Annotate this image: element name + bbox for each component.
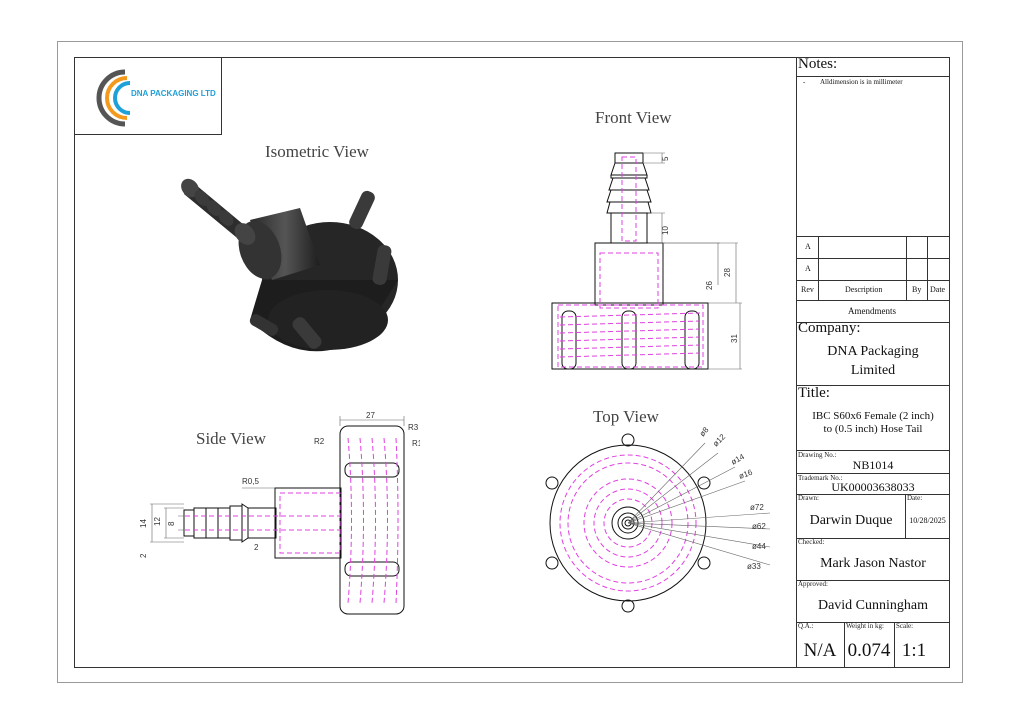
isometric-view-drawing: [181, 178, 398, 352]
side-view-drawing: 27 R3 R2 R1 R0,5 14 12 8 2 2: [139, 411, 420, 615]
notes-header: Notes:: [798, 56, 838, 72]
top-view-drawing: ø8 ø12 ø14 ø16 ø72 ø62 ø44 ø33: [545, 425, 771, 613]
weight-value: 0.074: [847, 640, 891, 661]
checked-value: Mark Jason Nastor: [820, 556, 926, 571]
side-dim-14: 14: [139, 519, 148, 528]
side-dim-27: 27: [366, 411, 375, 420]
notes-bullet: -: [803, 78, 806, 86]
trademark-label: Trademark No.:: [798, 474, 843, 482]
isometric-view-title: Isometric View: [265, 142, 369, 161]
title-line1: IBC S60x6 Female (2 inch): [812, 410, 934, 422]
sheet-outer-border: [57, 41, 963, 683]
title-block: [796, 57, 950, 668]
amendments-label: Amendments: [848, 306, 896, 316]
side-dim-r1: R1: [412, 439, 420, 448]
front-dim-26: 26: [705, 281, 714, 290]
logo-box: DNA PACKAGING LTD: [74, 57, 222, 135]
amend-col-date: Date: [930, 285, 946, 294]
front-dim-28: 28: [723, 268, 732, 277]
company-label: Company:: [798, 320, 861, 336]
date-value: 10/28/2025: [909, 516, 946, 525]
top-dim-d72: ø72: [750, 503, 764, 512]
top-dim-d12: ø12: [711, 432, 728, 449]
approved-label: Approved:: [798, 580, 828, 588]
front-view-title: Front View: [595, 108, 672, 127]
title-line2: to (0.5 inch) Hose Tail: [823, 423, 923, 435]
amend-col-rev: Rev: [801, 285, 814, 294]
top-dim-d8: ø8: [698, 425, 711, 438]
side-dim-r2: R2: [314, 437, 325, 446]
top-dim-d16: ø16: [738, 468, 755, 481]
side-dim-8: 8: [167, 521, 176, 526]
front-view-drawing: 5 10 26 28 31: [551, 152, 742, 370]
top-dim-d14: ø14: [730, 452, 747, 467]
company-name-line2: Limited: [850, 363, 896, 378]
weight-label: Weight in kg:: [846, 622, 884, 630]
drawn-value: Darwin Duque: [809, 513, 893, 528]
company-name-line1: DNA Packaging: [827, 344, 919, 359]
drawing-no-label: Drawing No.:: [798, 451, 837, 459]
notes-text: Alldimension is in millimeter: [820, 78, 903, 86]
checked-label: Checked:: [798, 538, 825, 546]
scale-value: 1:1: [901, 640, 927, 661]
side-dim-2a: 2: [254, 543, 259, 552]
scale-label: Scale:: [896, 622, 914, 630]
side-dim-2b: 2: [139, 553, 148, 558]
front-dim-5: 5: [661, 156, 670, 161]
top-view-title: Top View: [593, 407, 659, 426]
side-dim-r05: R0,5: [242, 477, 259, 486]
sheet-inner-border: [74, 57, 950, 668]
title-label: Title:: [798, 385, 830, 401]
logo-text: DNA PACKAGING LTD: [131, 89, 216, 98]
side-view-title: Side View: [196, 429, 266, 448]
side-dim-12: 12: [153, 517, 162, 526]
top-dim-d62: ø62: [752, 522, 766, 531]
front-dim-10: 10: [661, 226, 670, 235]
qa-label: Q.A.:: [798, 622, 814, 630]
amend-col-by: By: [912, 285, 922, 294]
approved-value: David Cunningham: [817, 598, 929, 613]
top-dim-d33: ø33: [747, 562, 761, 571]
side-dim-r3: R3: [408, 423, 419, 432]
drawn-label: Drawn:: [798, 494, 819, 502]
drawing-no-value: NB1014: [852, 458, 894, 472]
top-dim-d44: ø44: [752, 542, 766, 551]
date-label: Date:: [907, 494, 923, 502]
qa-value: N/A: [803, 640, 837, 661]
amend-col-desc: Description: [845, 285, 883, 294]
amend-row-1: A: [805, 242, 811, 251]
front-dim-31: 31: [730, 334, 739, 343]
amend-row-2: A: [805, 264, 811, 273]
company-logo-icon: [96, 69, 131, 127]
trademark-value: UK00003638033: [831, 480, 915, 494]
